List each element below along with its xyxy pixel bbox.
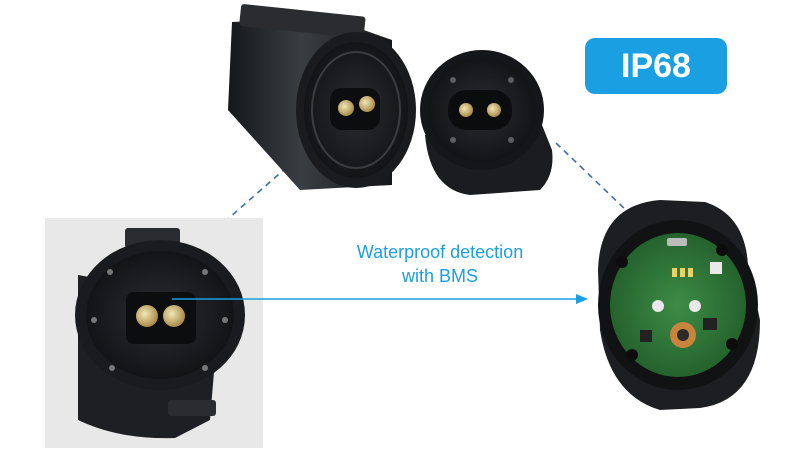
- caption-line-1: Waterproof detection: [356, 242, 524, 262]
- ip68-badge: IP68: [585, 38, 727, 94]
- bms-pcb-view: [598, 200, 760, 410]
- caption: Waterproof detection with BMS: [330, 240, 550, 288]
- ip68-label: IP68: [621, 46, 691, 85]
- caption-line-2: with BMS: [401, 266, 479, 286]
- arrow-head: [576, 294, 588, 304]
- dashed-line-right: [555, 142, 629, 213]
- socket-connector: [420, 50, 553, 195]
- cylinder-connector: [228, 4, 416, 190]
- connector-front-view: [75, 228, 245, 439]
